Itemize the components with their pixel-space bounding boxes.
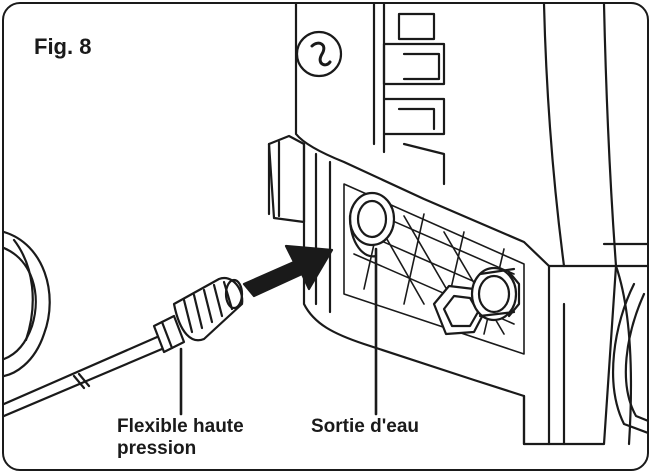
line-drawing [4,4,647,446]
water-outlet [348,191,396,258]
machine-body [267,4,647,446]
figure-title: Fig. 8 [34,34,92,59]
hose-callout-line2: pression [117,438,197,459]
outlet-callout: Sortie d'eau [311,416,419,437]
leader-lines [179,247,378,416]
hose-callout: Flexible haute pression [117,416,244,460]
hose-callout-line1: Flexible haute [117,416,244,437]
insertion-arrow [242,244,334,298]
hose-coil [4,230,51,378]
hex-nut-fitting [432,266,521,336]
pressure-hose [4,276,244,418]
